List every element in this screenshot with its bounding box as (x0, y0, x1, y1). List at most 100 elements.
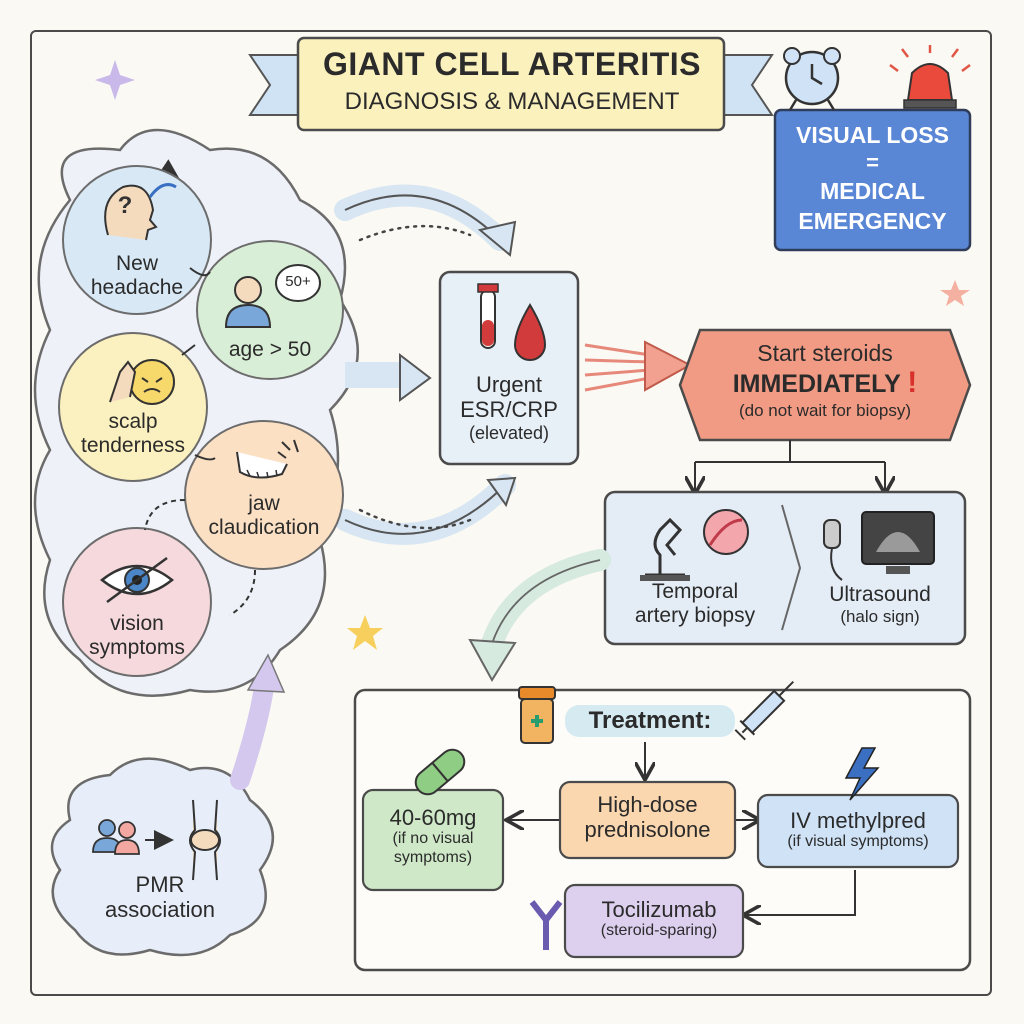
arrow-scalp-to-jaw (194, 454, 216, 461)
microscope-icon (640, 517, 690, 581)
lightning-icon (844, 747, 880, 801)
biopsy-line-2: artery biopsy (634, 604, 756, 628)
labs-line-1: Urgent (475, 372, 543, 397)
pmr-label: PMR association (70, 872, 250, 923)
page-frame (30, 30, 992, 996)
banner-tail-left (248, 54, 301, 116)
arrow-jaw-to-pmr (229, 569, 256, 616)
dose-line-2: (if no visual (392, 830, 474, 848)
tocilizumab-line-1: Tocilizumab (601, 897, 717, 922)
title-banner (296, 36, 726, 132)
sparkle-icon (95, 60, 135, 100)
ultrasound-probe-icon (823, 519, 843, 581)
steroids-line-2-wrap: IMMEDIATELY ! (690, 366, 960, 401)
prednisolone-line-2: prednisolone (584, 817, 711, 843)
knee-joint-icon (189, 799, 221, 881)
vision-line-2: symptoms (89, 636, 185, 660)
iv-box (756, 793, 960, 869)
dose-line-3: symptoms) (393, 848, 473, 866)
ultrasound-label: Ultrasound (halo sign) (800, 583, 960, 627)
title-line-2: DIAGNOSIS & MANAGEMENT (344, 88, 680, 115)
prednisolone-label: High-dose prednisolone (560, 792, 735, 843)
eye-slash-icon (99, 556, 175, 604)
person-icon (224, 276, 272, 328)
steroids-label: Start steroids IMMEDIATELY ! (do not wai… (690, 340, 960, 420)
scalp-pain-icon (109, 359, 175, 405)
pmr-line-1: PMR (135, 872, 185, 897)
star-icon (940, 280, 970, 306)
biopsy-label: Temporal artery biopsy (610, 580, 780, 628)
headache-icon: ? (104, 183, 177, 241)
vision-line-1: vision (110, 612, 164, 635)
scalp-line-2: tenderness (81, 434, 185, 458)
pmr-cloud (50, 757, 275, 957)
labs-label: Urgent ESR/CRP (elevated) (440, 372, 578, 443)
pmr-line-2: association (104, 897, 216, 923)
svg-text:?: ? (118, 192, 133, 219)
labs-line-3: (elevated) (468, 422, 550, 443)
antibody-icon (529, 900, 563, 950)
iv-line-1: IV methylpred (790, 808, 926, 833)
emergency-box (773, 108, 972, 252)
ultrasound-line-1: Ultrasound (829, 583, 931, 606)
arrow-labs-to-steroids (584, 343, 651, 392)
steroids-line-2: IMMEDIATELY (732, 370, 901, 399)
syringe-icon (734, 681, 794, 741)
jaw-line-1: jaw (248, 492, 280, 515)
tocilizumab-label: Tocilizumab (steroid-sparing) (575, 897, 743, 941)
age-bubble (196, 240, 344, 380)
headache-line-2: headache (90, 276, 184, 300)
treatment-title: Treatment: (565, 705, 735, 737)
jaw-line-2: claudication (208, 516, 320, 540)
iv-label: IV methylpred (if visual symptoms) (758, 808, 958, 852)
headache-line-1: New (115, 252, 158, 275)
jaw-label: jaw claudication (184, 492, 344, 540)
age-label: age > 50 (228, 338, 312, 361)
title-line-1: GIANT CELL ARTERITIS (323, 46, 701, 82)
blood-drop-icon (513, 303, 547, 361)
steroid-box (678, 328, 972, 442)
emergency-line-3: MEDICAL (820, 178, 925, 204)
dose-line-1: 40-60mg (389, 805, 477, 830)
jaw-bubble (184, 420, 344, 570)
people-icon (92, 819, 140, 855)
diagnostics-divider (781, 504, 802, 631)
scalp-line-1: scalp (108, 410, 158, 433)
labs-box (438, 270, 580, 466)
arrow-headache-to-age (189, 267, 211, 277)
jaw-icon (236, 439, 299, 479)
arrow-jaw-to-vision (144, 499, 186, 531)
prednisolone-line-1: High-dose (597, 792, 698, 817)
steroids-line-3: (do not wait for biopsy) (739, 400, 911, 420)
tocilizumab-box (563, 883, 745, 959)
age-badge: 50+ (285, 273, 311, 290)
iv-line-2: (if visual symptoms) (787, 833, 929, 851)
alarm-clock-icon (783, 47, 841, 111)
biopsy-line-1: Temporal (651, 580, 739, 603)
headache-label: New headache (62, 252, 212, 300)
ultrasound-monitor-icon (861, 511, 935, 574)
exclamation-icon: ! (907, 366, 918, 400)
arrow-age-to-scalp (181, 344, 196, 356)
scalp-label: scalp tenderness (58, 410, 208, 458)
steroids-line-1: Start steroids (757, 340, 893, 366)
vision-label: vision symptoms (62, 612, 212, 660)
labs-line-2: ESR/CRP (460, 397, 558, 423)
emergency-line-1: VISUAL LOSS (796, 122, 949, 148)
arrow-iv-to-tocilizumab (745, 870, 856, 915)
scalp-bubble (58, 332, 208, 482)
vision-bubble (62, 527, 212, 677)
pill-bottle-icon (518, 686, 556, 744)
emergency-line-2: = (866, 150, 879, 175)
arrow-steroids-to-diagnostics (694, 440, 885, 492)
age-badge-bubble (275, 264, 321, 302)
emergency-line-4: EMERGENCY (798, 208, 947, 234)
prednisolone-box (558, 780, 737, 860)
headache-bubble (62, 165, 212, 315)
dose-label: 40-60mg (if no visual symptoms) (363, 805, 503, 867)
tocilizumab-line-2: (steroid-sparing) (600, 922, 718, 940)
capsule-icon (414, 748, 466, 796)
ultrasound-line-2: (halo sign) (840, 607, 920, 627)
test-tube-icon (477, 283, 499, 349)
